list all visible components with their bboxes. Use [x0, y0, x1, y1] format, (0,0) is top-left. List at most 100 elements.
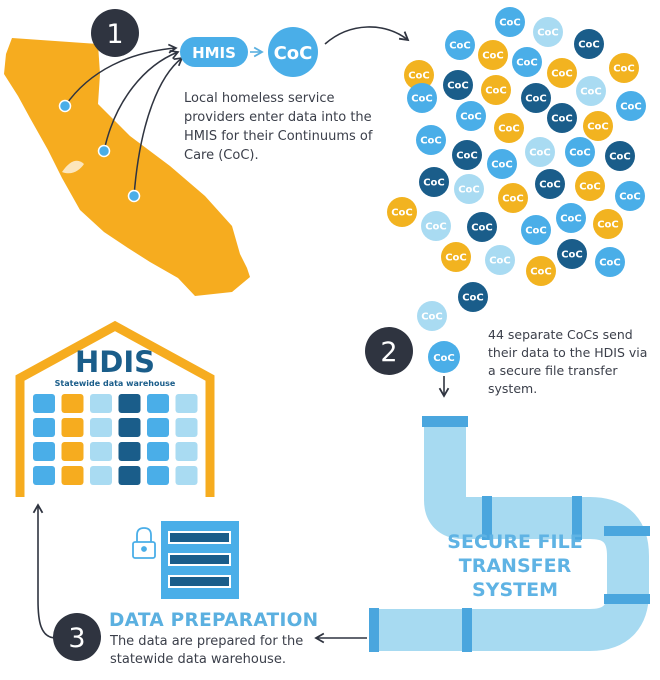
- svg-text:Statewide data warehouse: Statewide data warehouse: [55, 379, 176, 388]
- coc-circle: CoC: [557, 239, 587, 269]
- coc-circle: CoC: [512, 47, 542, 77]
- coc-circle-label: CoC: [499, 18, 521, 29]
- hdis-warehouse: HDIS Statewide data warehouse: [15, 320, 215, 497]
- coc-circle-label: CoC: [482, 51, 504, 62]
- coc-circle: CoC: [574, 29, 604, 59]
- coc-circle-label: CoC: [460, 112, 482, 123]
- hdis-data-grid: [33, 394, 198, 485]
- coc-circle-label: CoC: [539, 180, 561, 191]
- coc-circle: CoC: [595, 247, 625, 277]
- coc-circle-label: CoC: [425, 222, 447, 233]
- svg-text:HMIS: HMIS: [192, 44, 236, 62]
- coc-circle-label: CoC: [597, 220, 619, 231]
- coc-circle: CoC: [419, 167, 449, 197]
- coc-circle: CoC: [494, 113, 524, 143]
- coc-circle-label: CoC: [529, 148, 551, 159]
- coc-circle: CoC: [576, 76, 606, 106]
- coc-circle-label: CoC: [578, 40, 600, 51]
- coc-circle: CoC: [609, 53, 639, 83]
- coc-circle: CoC: [547, 58, 577, 88]
- coc-circle-main: CoC: [268, 27, 318, 77]
- hdis-grid-cell: [175, 394, 198, 413]
- coc-circle: CoC: [452, 140, 482, 170]
- coc-circle: CoC: [583, 111, 613, 141]
- coc-circle-label: CoC: [471, 223, 493, 234]
- coc-circle: CoC: [478, 40, 508, 70]
- coc-circle: CoC: [407, 83, 437, 113]
- server-stack-icon: [161, 521, 239, 599]
- coc-circle-label: CoC: [489, 256, 511, 267]
- coc-circle-label: CoC: [447, 81, 469, 92]
- coc-circle-label: CoC: [609, 152, 631, 163]
- coc-circle-label: CoC: [408, 71, 430, 82]
- coc-circle: CoC: [404, 60, 434, 90]
- coc-circle: CoC: [575, 171, 605, 201]
- hmis-pill: HMIS: [180, 37, 248, 67]
- coc-circle-label: CoC: [411, 94, 433, 105]
- hdis-grid-cell: [147, 394, 169, 413]
- coc-circle-label: CoC: [491, 160, 513, 171]
- lock-icon: [132, 527, 156, 559]
- hdis-grid-cell: [33, 418, 55, 437]
- hdis-grid-cell: [61, 418, 84, 437]
- coc-circle: CoC: [441, 242, 471, 272]
- coc-circle-label: CoC: [525, 94, 547, 105]
- secure-pipe: [369, 416, 650, 652]
- hdis-grid-cell: [33, 442, 55, 461]
- coc-circle: CoC: [458, 282, 488, 312]
- hdis-grid-cell: [90, 418, 112, 437]
- hdis-grid-cell: [90, 442, 112, 461]
- coc-circle-label: CoC: [560, 214, 582, 225]
- coc-circle: CoC: [605, 141, 635, 171]
- coc-circle: CoC: [485, 245, 515, 275]
- hdis-grid-cell: [175, 442, 198, 461]
- coc-circle: CoC: [387, 197, 417, 227]
- coc-circle-label: CoC: [462, 293, 484, 304]
- svg-text:CoC: CoC: [433, 353, 455, 364]
- coc-circle: CoC: [615, 181, 645, 211]
- coc-circle: CoC: [445, 30, 475, 60]
- coc-circle-label: CoC: [449, 41, 471, 52]
- coc-circle: CoC: [454, 174, 484, 204]
- coc-circle-label: CoC: [516, 58, 538, 69]
- coc-circle-label: CoC: [613, 64, 635, 75]
- svg-text:CoC: CoC: [274, 43, 313, 64]
- step-1-caption: Local homeless service providers enter d…: [184, 91, 373, 163]
- coc-circle-label: CoC: [423, 178, 445, 189]
- coc-circle-label: CoC: [485, 86, 507, 97]
- coc-circle-label: CoC: [458, 185, 480, 196]
- step-3-badge: 3: [53, 613, 101, 661]
- coc-circle-label: CoC: [561, 250, 583, 261]
- hdis-grid-cell: [33, 466, 55, 485]
- coc-circle-label: CoC: [551, 114, 573, 125]
- svg-text:HDIS: HDIS: [75, 345, 155, 379]
- coc-circle: CoC: [525, 137, 555, 167]
- hdis-grid-cell: [118, 442, 141, 461]
- coc-circle-label: CoC: [599, 258, 621, 269]
- coc-circle: CoC: [456, 101, 486, 131]
- coc-circle-label: CoC: [525, 226, 547, 237]
- hdis-grid-cell: [147, 442, 169, 461]
- hdis-grid-cell: [118, 466, 141, 485]
- coc-circle: CoC: [556, 203, 586, 233]
- coc-circle: CoC: [616, 91, 646, 121]
- coc-circle-label: CoC: [502, 194, 524, 205]
- to-cluster-arrow: [324, 26, 410, 45]
- coc-circle-label: CoC: [420, 136, 442, 147]
- coc-circle: CoC: [526, 256, 556, 286]
- coc-circle-label: CoC: [580, 87, 602, 98]
- coc-circle: CoC: [498, 183, 528, 213]
- coc-circle-label: CoC: [587, 122, 609, 133]
- coc-circle: CoC: [495, 7, 525, 37]
- hdis-grid-cell: [175, 466, 198, 485]
- coc-circle-label: CoC: [445, 253, 467, 264]
- coc-circle: CoC: [533, 17, 563, 47]
- pipe-label-line-3: SYSTEM: [472, 579, 558, 601]
- provider-dots: [58, 99, 141, 203]
- pipe-label-line-2: TRANSFER: [458, 555, 572, 577]
- pipe-label: SECURE FILE TRANSFER SYSTEM: [440, 530, 590, 602]
- coc-circle-label: CoC: [421, 312, 443, 323]
- hdis-grid-cell: [118, 394, 141, 413]
- hdis-grid-cell: [61, 442, 84, 461]
